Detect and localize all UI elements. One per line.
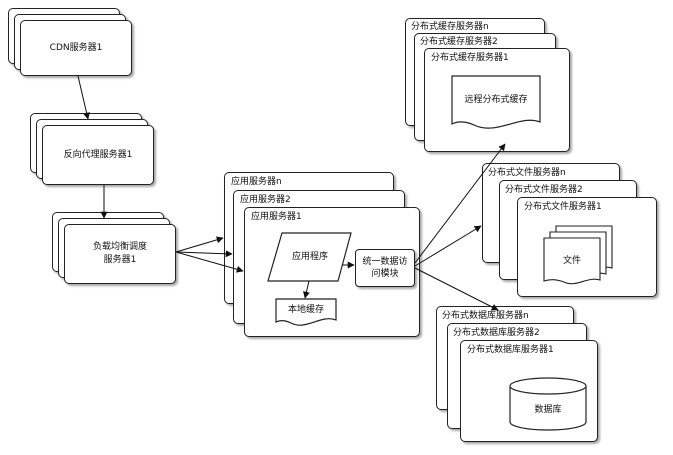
app-program-label: 应用程序 — [291, 252, 328, 262]
cache-server-1-label: 分布式缓存服务器1 — [431, 53, 509, 63]
db-server-1-label: 分布式数据库服务器1 — [467, 345, 554, 355]
arrow-balancer-to-app-1 — [175, 251, 244, 273]
file-doc-label: 文件 — [562, 256, 581, 266]
cdn-server-box — [20, 20, 132, 76]
load-balancer-label-line2: 服务器1 — [103, 255, 137, 265]
data-access-label-line1: 统一数据访 — [362, 257, 408, 267]
app-program-shape — [267, 232, 352, 282]
file-server-n-label: 分布式文件服务器n — [488, 168, 566, 178]
local-cache-label: 本地缓存 — [287, 305, 324, 315]
data-access-label-line2: 问模块 — [371, 269, 399, 279]
cdn-server-label: CDN服务器1 — [49, 43, 103, 53]
arrow-data-access-to-cache — [414, 143, 506, 264]
arrow-cdn-to-proxy — [77, 75, 90, 120]
db-server-2-label: 分布式数据库服务器2 — [453, 328, 540, 338]
remote-cache-shape — [451, 75, 541, 129]
cache-server-2-label: 分布式缓存服务器2 — [420, 37, 498, 47]
remote-cache-label: 远程分布式缓存 — [464, 95, 528, 105]
file-doc-shape — [543, 237, 601, 285]
arrow-data-access-to-file — [414, 225, 482, 267]
arrow-balancer-to-app-2 — [175, 250, 233, 258]
app-server-2-label: 应用服务器2 — [240, 195, 291, 205]
database-label: 数据库 — [534, 405, 562, 415]
app-server-n-label: 应用服务器n — [231, 177, 282, 187]
arrow-data-access-to-db — [414, 267, 499, 311]
local-cache-shape — [275, 298, 337, 326]
file-server-1-label: 分布式文件服务器1 — [524, 202, 602, 212]
reverse-proxy-box — [42, 125, 154, 185]
arrow-balancer-to-app-n — [175, 236, 224, 253]
file-server-2-label: 分布式文件服务器2 — [505, 185, 583, 195]
db-server-n-label: 分布式数据库服务器n — [442, 311, 529, 321]
database-cylinder-top — [509, 377, 587, 395]
load-balancer-box — [64, 224, 176, 284]
load-balancer-label-line1: 负载均衡调度 — [92, 242, 147, 252]
data-access-module-box — [355, 249, 415, 287]
cache-server-n-label: 分布式缓存服务器n — [411, 22, 489, 32]
database-cylinder-body — [509, 386, 587, 431]
reverse-proxy-label: 反向代理服务器1 — [63, 150, 133, 160]
app-server-1-label: 应用服务器1 — [251, 212, 302, 222]
arrow-program-to-local-cache — [303, 280, 310, 299]
